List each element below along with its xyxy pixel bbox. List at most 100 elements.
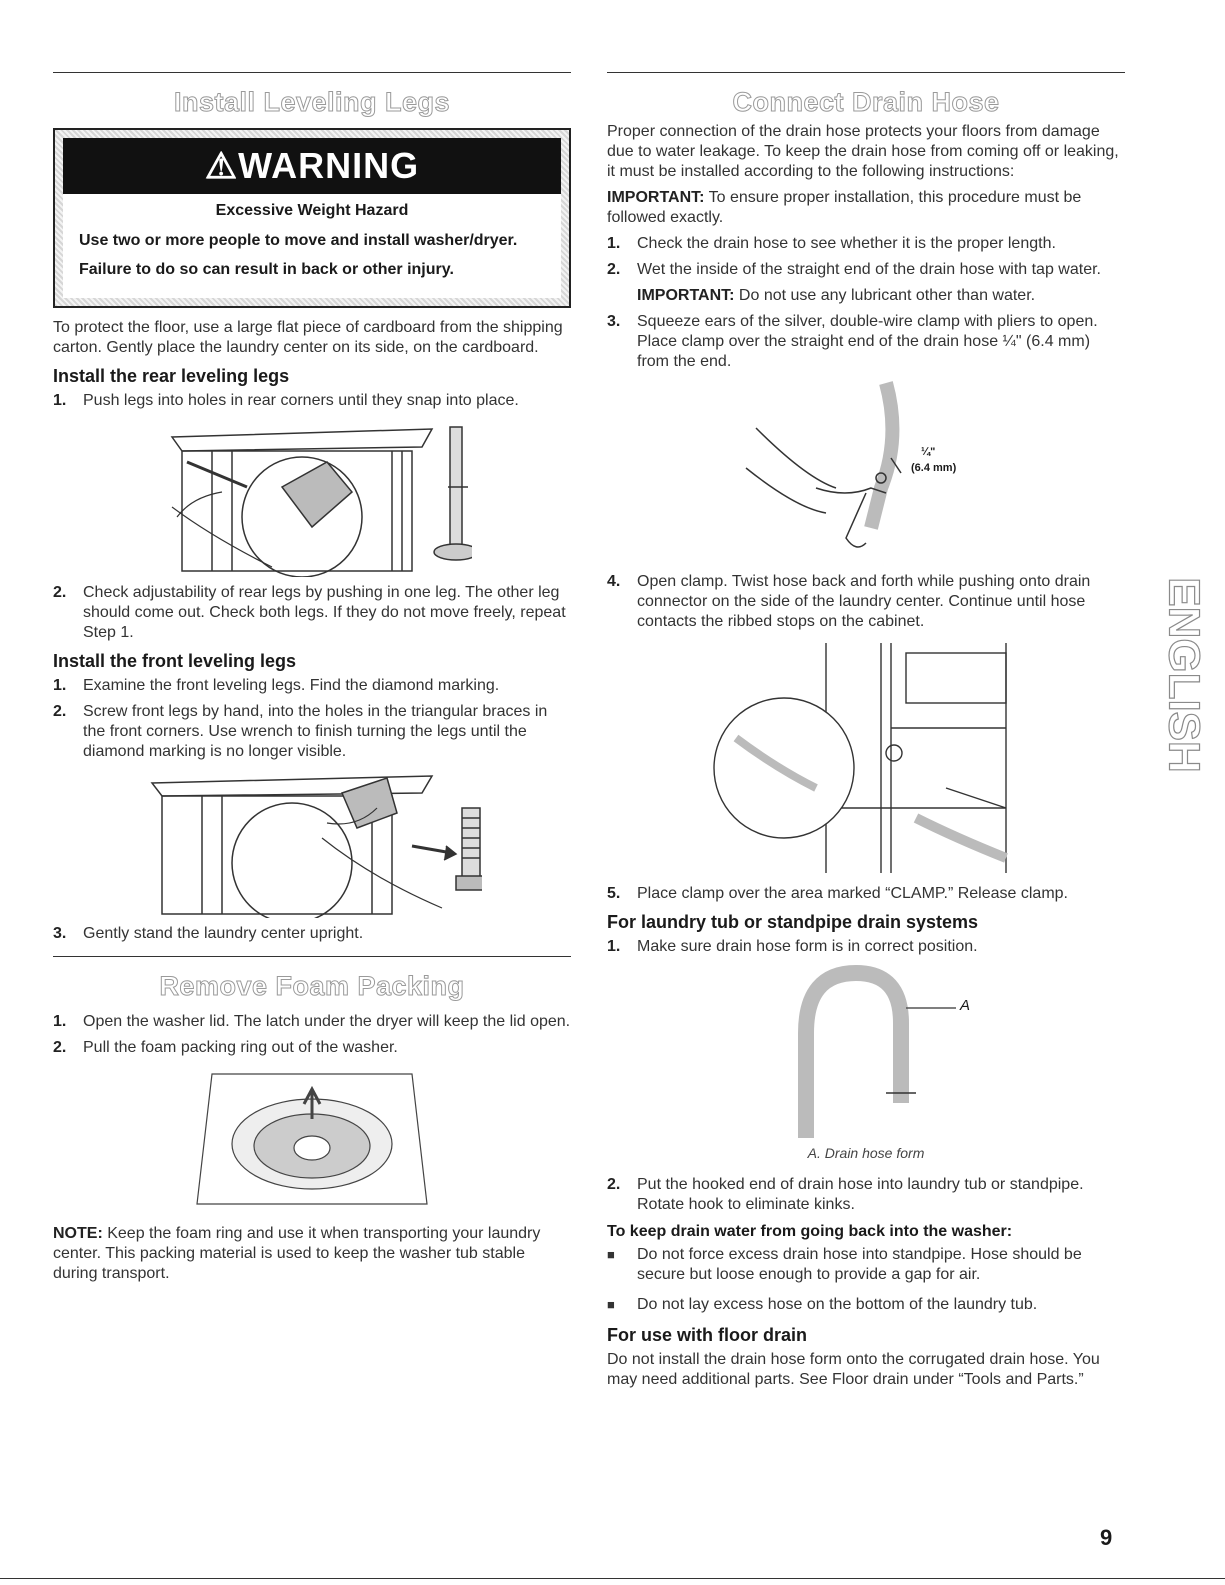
step-text: Examine the front leveling legs. Find th… — [83, 677, 500, 694]
warning-content: Excessive Weight Hazard Use two or more … — [63, 194, 561, 298]
warning-banner: ⚠WARNING — [63, 138, 561, 194]
list-item: 2. Check adjustability of rear legs by pu… — [53, 583, 571, 643]
step-number: 2. — [53, 703, 67, 720]
list-item: 3. Gently stand the laundry center uprigh… — [53, 924, 571, 944]
clamp-illustration — [745, 381, 902, 548]
list-item: 1. Make sure drain hose form is in correc… — [607, 937, 1125, 957]
step-text: Open clamp. Twist hose back and forth wh… — [637, 573, 1091, 630]
list-item: 5. Place clamp over the area marked “CLAM… — [607, 884, 1125, 904]
left-column: Install Leveling Legs ⚠WARNING Excessive… — [53, 72, 571, 1290]
rear-legs-heading: Install the rear leveling legs — [53, 366, 290, 386]
important-text: To ensure proper installation, this proc… — [607, 189, 1082, 226]
floor-drain-heading: For use with floor drain — [607, 1325, 808, 1345]
list-item: Do not lay excess hose on the bottom of … — [607, 1295, 1125, 1315]
section-rule — [53, 956, 571, 957]
foam-packing-illustration — [196, 1073, 428, 1205]
step-number: 5. — [607, 885, 621, 902]
side-tab-text: ENGLISH — [1159, 577, 1208, 773]
list-item: 1.Push legs into holes in rear corners u… — [53, 391, 571, 411]
note-text: Keep the foam ring and use it when trans… — [53, 1225, 541, 1282]
step-number: 2. — [607, 1176, 621, 1193]
bottom-rule — [0, 1578, 1225, 1579]
language-side-tab: ENGLISH — [1152, 570, 1210, 780]
step-text: Check adjustability of rear legs by push… — [83, 584, 566, 641]
english-tab-graphic: ENGLISH — [1159, 577, 1209, 774]
step-text: Make sure drain hose form is in correct … — [637, 938, 978, 955]
step-text: Check the drain hose to see whether it i… — [637, 235, 1056, 252]
step-number: 2. — [53, 584, 67, 601]
keep-drain-bullets: Do not force excess drain hose into stan… — [607, 1245, 1125, 1315]
step-number: 1. — [607, 938, 621, 955]
front-leg-illustration — [150, 775, 482, 918]
step-number: 3. — [607, 313, 621, 330]
intro-paragraph: To protect the floor, use a large flat p… — [53, 319, 563, 356]
rear-leg-illustration — [170, 426, 472, 577]
front-steps-list-2: 3. Gently stand the laundry center uprigh… — [53, 924, 571, 944]
step-text: Gently stand the laundry center upright. — [83, 925, 364, 942]
step-number: 1. — [53, 677, 67, 694]
section-title-remove-foam-packing: Remove Foam Packing — [159, 971, 465, 1002]
important-note-2: IMPORTANT: Do not use any lubricant othe… — [637, 286, 1125, 306]
list-item: 2. Pull the foam packing ring out of the … — [53, 1038, 571, 1058]
important-label: IMPORTANT: — [607, 189, 705, 206]
clamp-figure: ¼" (6.4 mm) — [716, 378, 1016, 568]
list-item: Do not force excess drain hose into stan… — [607, 1245, 1125, 1285]
hose-form-figure: A — [746, 963, 986, 1143]
drain-steps-list-2: 4. Open clamp. Twist hose back and forth … — [607, 572, 1125, 632]
list-item: 1. Open the washer lid. The latch under t… — [53, 1012, 571, 1032]
figure-caption: A. Drain hose form — [807, 1145, 925, 1161]
section-title-install-leveling-legs: Install Leveling Legs — [173, 87, 451, 118]
step-text: Wet the inside of the straight end of th… — [637, 261, 1101, 278]
drain-steps-list: 1. Check the drain hose to see whether it… — [607, 234, 1125, 372]
front-legs-heading: Install the front leveling legs — [53, 651, 297, 671]
right-column: Connect Drain Hose Proper connection of … — [607, 72, 1125, 1396]
figure-label-a: A — [960, 997, 971, 1014]
foam-steps-list: 1. Open the washer lid. The latch under t… — [53, 1012, 571, 1058]
page-number: 9 — [1100, 1525, 1113, 1550]
step-text: Squeeze ears of the silver, double-wire … — [637, 313, 1098, 370]
rear-steps-list: 1.Push legs into holes in rear corners u… — [53, 391, 571, 411]
step-text: Open the washer lid. The latch under the… — [83, 1013, 571, 1030]
important-note-1: IMPORTANT: To ensure proper installation… — [607, 188, 1125, 228]
keep-drain-heading: To keep drain water from going back into… — [607, 1223, 1013, 1240]
warning-box: ⚠WARNING Excessive Weight Hazard Use two… — [53, 128, 571, 308]
hose-form-illustration — [798, 964, 956, 1138]
drain-steps-list-3: 5. Place clamp over the area marked “CLAM… — [607, 884, 1125, 904]
drain-intro: Proper connection of the drain hose prot… — [607, 123, 1119, 180]
top-rule-left — [53, 72, 571, 73]
warning-hazard-title: Excessive Weight Hazard — [215, 202, 409, 219]
clamp-fraction-label: ¼" — [921, 446, 936, 458]
step-number: 1. — [53, 1013, 67, 1030]
top-rule-right — [607, 72, 1125, 73]
important-label: IMPORTANT: — [637, 287, 735, 304]
list-item: 2. Wet the inside of the straight end of … — [607, 260, 1125, 306]
step-number: 1. — [607, 235, 621, 252]
warning-line-1: Use two or more people to move and insta… — [79, 232, 518, 249]
warning-line-2: Failure to do so can result in back or o… — [79, 261, 454, 278]
section-title-connect-drain-hose: Connect Drain Hose — [732, 87, 1000, 118]
important-text: Do not use any lubricant other than wate… — [734, 287, 1036, 304]
list-item: 3. Squeeze ears of the silver, double-wir… — [607, 312, 1125, 372]
warning-banner-text: WARNING — [238, 145, 420, 186]
list-item: 2. Put the hooked end of drain hose into … — [607, 1175, 1125, 1215]
note-paragraph: NOTE: Keep the foam ring and use it when… — [53, 1224, 571, 1284]
step-number: 2. — [53, 1039, 67, 1056]
clamp-mm-label: (6.4 mm) — [911, 462, 957, 474]
tub-steps-list-2: 2. Put the hooked end of drain hose into … — [607, 1175, 1125, 1215]
step-text: Pull the foam packing ring out of the wa… — [83, 1039, 398, 1056]
step-number: 2. — [607, 261, 621, 278]
drain-connector-illustration — [713, 643, 1008, 873]
list-item: 4. Open clamp. Twist hose back and forth … — [607, 572, 1125, 632]
step-text: Push legs into holes in rear corners unt… — [83, 392, 519, 409]
step-number: 4. — [607, 573, 621, 590]
step-text: Screw front legs by hand, into the holes… — [83, 703, 548, 760]
list-item: 2. Screw front legs by hand, into the hol… — [53, 702, 571, 762]
tub-steps-list: 1. Make sure drain hose form is in correc… — [607, 937, 1125, 957]
rear-steps-list-2: 2. Check adjustability of rear legs by pu… — [53, 583, 571, 643]
step-text: Place clamp over the area marked “CLAMP.… — [637, 885, 1068, 902]
note-label: NOTE: — [53, 1225, 103, 1242]
floor-drain-text: Do not install the drain hose form onto … — [607, 1351, 1100, 1388]
step-text: Put the hooked end of drain hose into la… — [637, 1176, 1084, 1213]
step-number: 3. — [53, 925, 67, 942]
tub-heading: For laundry tub or standpipe drain syste… — [607, 912, 979, 932]
